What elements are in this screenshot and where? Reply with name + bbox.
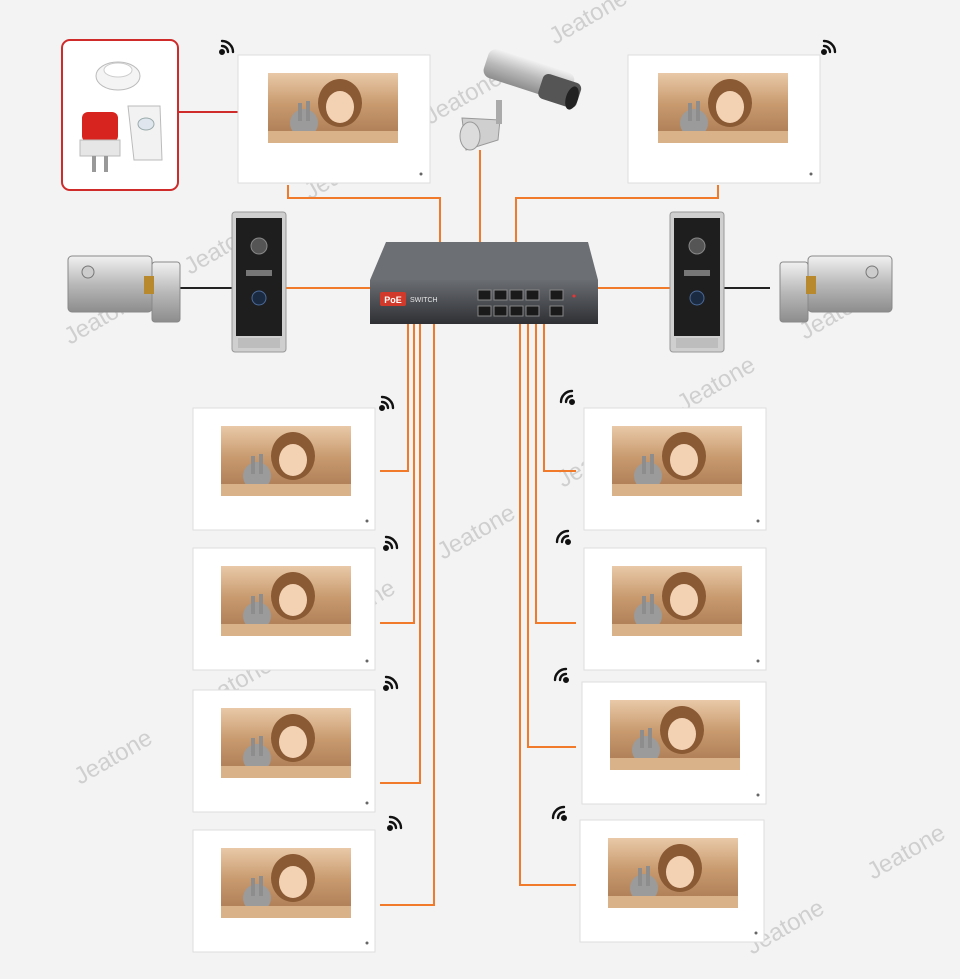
indoor-monitor <box>192 407 376 531</box>
wifi-icon <box>555 529 571 545</box>
indoor-monitor <box>192 829 376 953</box>
watermark: Jeatone <box>863 819 950 885</box>
indoor-monitor <box>581 681 767 805</box>
wifi-icon <box>387 815 403 831</box>
electric-lock-icon <box>779 255 893 323</box>
indoor-monitor <box>627 54 821 184</box>
wifi-icon <box>383 675 399 691</box>
wifi-icon <box>559 389 575 405</box>
indoor-monitor <box>192 689 376 813</box>
poe-switch-icon: PoE SWITCH <box>370 242 598 324</box>
door-station-icon <box>231 211 287 353</box>
indoor-monitor <box>192 547 376 671</box>
wifi-icon <box>821 39 837 55</box>
cctv-camera-icon <box>459 49 582 151</box>
watermark: Jeatone <box>545 0 632 50</box>
switch-label: SWITCH <box>410 297 438 304</box>
watermark: Jeatone <box>433 499 520 565</box>
wifi-icon <box>379 395 395 411</box>
wifi-icon <box>553 667 569 683</box>
pir-sensor-icon <box>127 105 163 161</box>
door-station-icon <box>669 211 725 353</box>
watermark: Jeatone <box>673 351 760 417</box>
wifi-icon <box>383 535 399 551</box>
indoor-monitor <box>237 54 431 184</box>
wires <box>178 111 719 906</box>
poe-badge <box>380 292 406 306</box>
alarm-devices <box>61 39 179 191</box>
indoor-monitor <box>583 547 767 671</box>
electric-lock-icon <box>67 255 181 323</box>
wifi-icon <box>551 805 567 821</box>
watermark: Jeatone <box>70 724 157 790</box>
alarm-light-icon <box>79 112 121 172</box>
indoor-monitor <box>579 819 765 943</box>
wifi-icon <box>219 39 235 55</box>
smoke-detector-icon <box>95 61 141 91</box>
switch-ports <box>477 289 564 317</box>
indoor-monitor <box>583 407 767 531</box>
switch-badge: PoE <box>384 295 402 305</box>
